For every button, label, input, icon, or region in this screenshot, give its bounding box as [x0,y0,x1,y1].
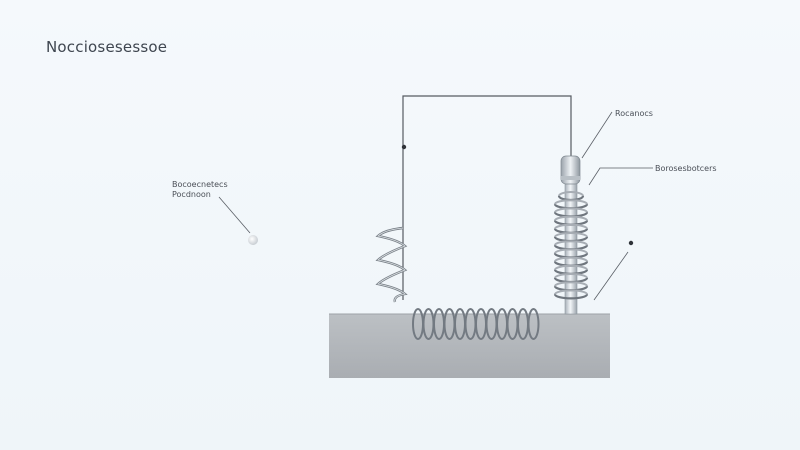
rod-coil-7-back [554,248,588,254]
base-spring [412,308,540,340]
rod-coil-12-back [554,289,588,295]
wire-node [401,144,407,150]
left-spring-highlight [377,227,406,303]
rod-coil-4-back [554,223,588,230]
rod-coil-3-back [554,215,588,221]
base-block [329,314,610,378]
rod-coil-8-back [554,256,588,262]
rod-coil-2-back [554,207,588,213]
rod-coil-1-back [554,199,588,205]
rod-coil-12-front [553,294,589,300]
label-left-line1: Bocoecnetecs [172,180,228,189]
pointer-ball [248,235,258,245]
rod-coil-6-back [554,240,588,246]
rod-cap-band [561,176,580,180]
leader-top-right [581,111,613,159]
label-mid-right: Borosesbotcers [655,164,717,173]
leader-left [218,196,251,234]
diagram-title: Nocciosesessoe [46,38,168,56]
label-left-line2: Pocdnoon [172,190,211,199]
leader-right-node [593,251,629,301]
circuit-wire [402,95,572,300]
label-left: Bocoecnetecs Pocdnoon [172,180,228,200]
rod-coil-11-back [554,281,588,287]
rod-coil-9-back [554,264,588,271]
leader-mid-right [588,167,653,186]
label-top-right: Rocanocs [615,109,653,118]
rod-coil-5-back [554,232,588,238]
base-coil-11 [527,308,540,340]
right-node [628,240,634,246]
rod-coil-0-back [558,191,584,197]
left-spring [375,226,408,303]
rod-coil-10-back [554,273,588,279]
rod-spring [553,191,589,300]
